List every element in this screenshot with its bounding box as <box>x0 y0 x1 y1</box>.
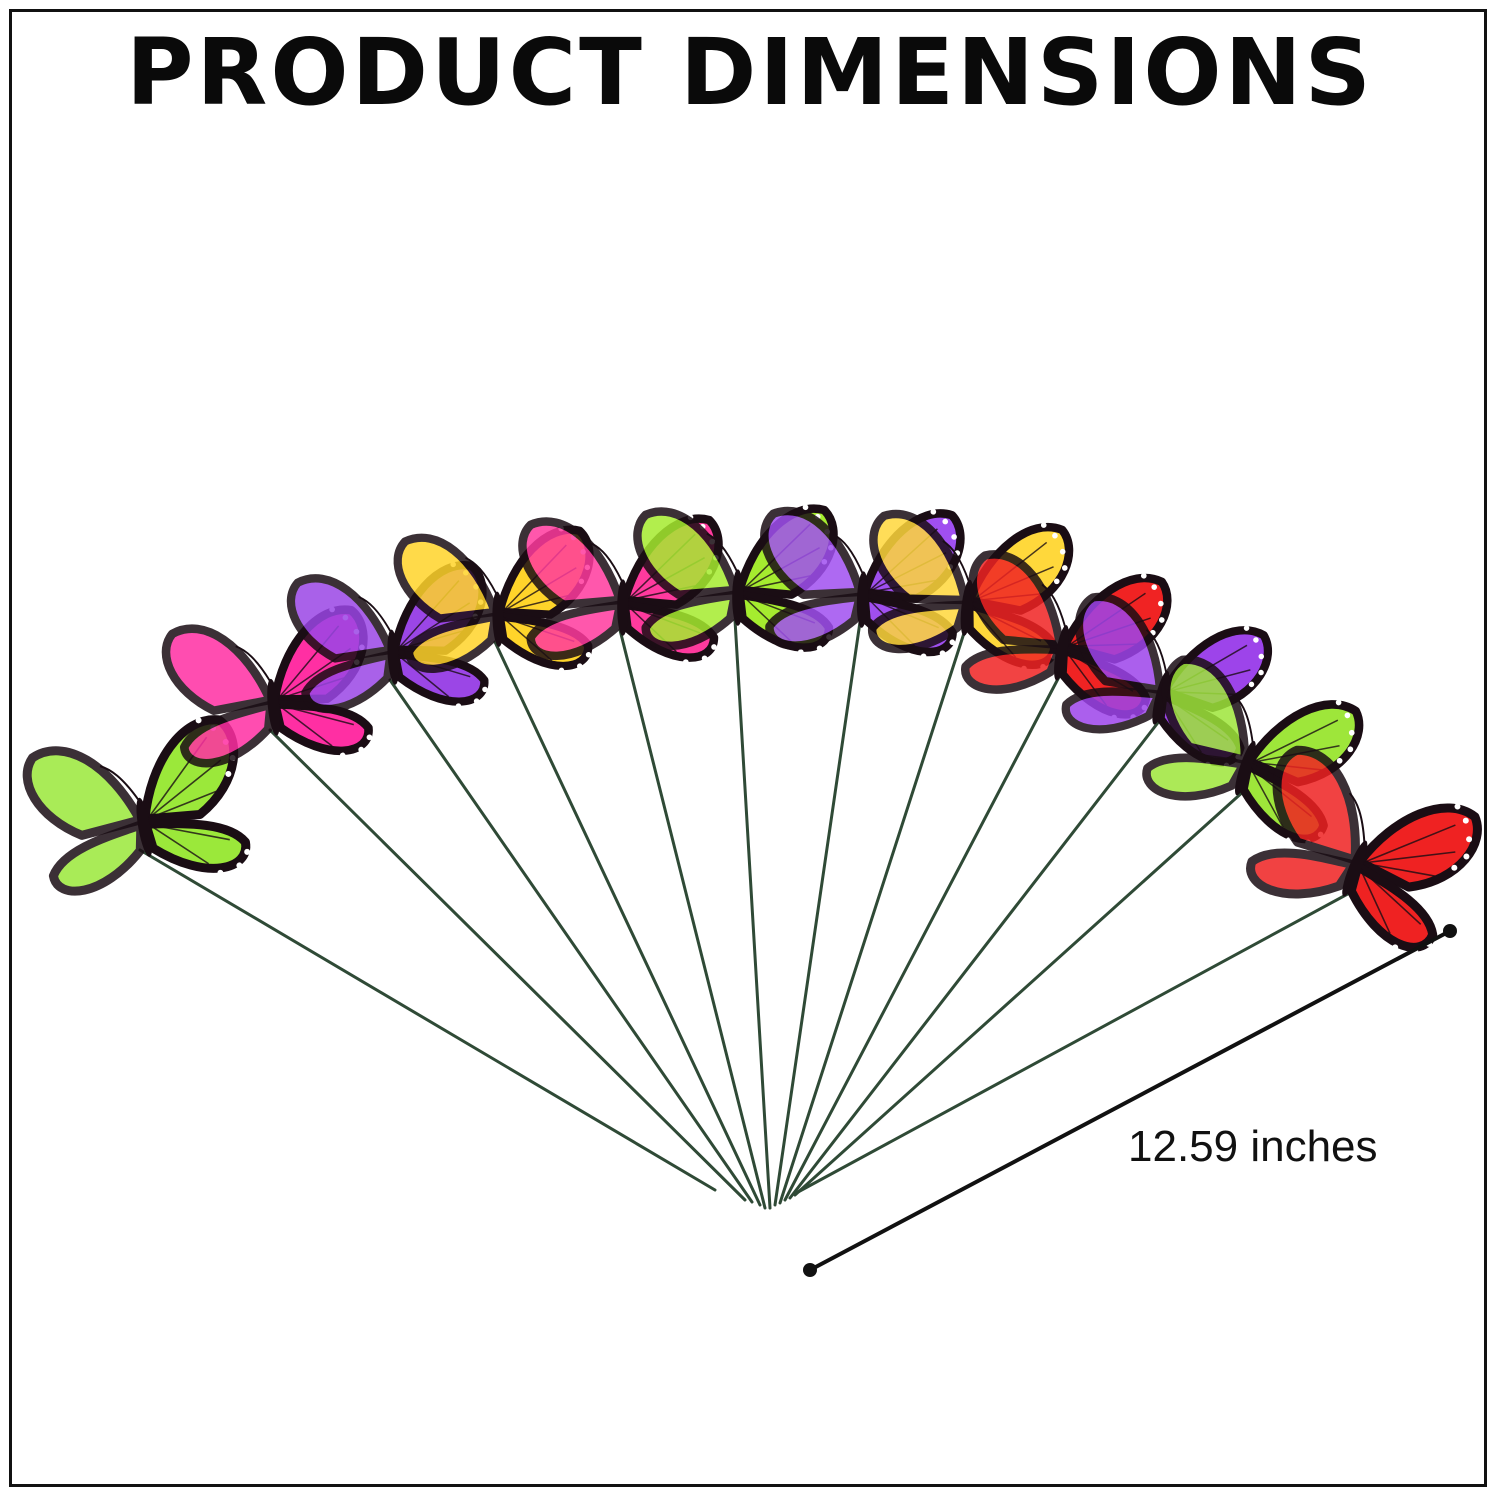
butterfly-body <box>136 797 153 857</box>
antenna <box>591 542 623 582</box>
wing-veins <box>1359 824 1456 934</box>
stake <box>618 628 767 1210</box>
front-lower-wing <box>1346 862 1438 952</box>
stake <box>493 640 762 1207</box>
butterflies-group <box>22 502 1482 955</box>
antenna <box>99 765 140 801</box>
antenna <box>706 532 738 572</box>
rear-lower-wing <box>641 590 740 651</box>
stake <box>268 728 747 1202</box>
butterfly-body <box>732 569 744 626</box>
stake <box>388 678 754 1204</box>
red-butterfly <box>1246 745 1482 955</box>
antenna <box>465 556 498 594</box>
front-lower-wing <box>141 819 251 873</box>
butterfly-body <box>617 579 629 636</box>
dimension-label: 12.59 inches <box>1128 1122 1378 1171</box>
stake <box>773 620 862 1207</box>
rear-lower-wing <box>48 820 146 896</box>
rear-lower-wing <box>868 600 969 654</box>
antenna <box>1348 792 1366 843</box>
antenna <box>1145 629 1168 673</box>
antenna <box>235 645 271 682</box>
rear-upper-wing <box>161 624 275 715</box>
rear-upper-wing <box>1272 745 1360 865</box>
pink-butterfly <box>161 605 375 768</box>
stake <box>793 788 1247 1197</box>
rear-lower-wing <box>179 700 275 768</box>
rear-upper-wing <box>968 550 1065 650</box>
butterfly-body <box>387 629 400 685</box>
page-title: PRODUCT DIMENSIONS <box>126 19 1374 126</box>
butterfly-body <box>1342 840 1368 897</box>
stake <box>778 628 967 1205</box>
stake <box>783 673 1062 1202</box>
rear-upper-wing <box>633 507 740 599</box>
butterfly-body <box>856 571 869 628</box>
butterfly-body <box>1054 625 1069 681</box>
dimension-measure <box>803 924 1457 1277</box>
rear-lower-wing <box>961 645 1064 694</box>
butterfly-body <box>1235 740 1256 796</box>
rear-upper-wing <box>393 533 500 623</box>
rear-lower-wing <box>1246 848 1358 899</box>
rear-lower-wing <box>1061 687 1164 734</box>
rear-lower-wing <box>526 600 625 661</box>
rear-lower-wing <box>404 612 500 673</box>
butterfly-body <box>267 678 281 736</box>
rear-upper-wing <box>1074 592 1165 695</box>
rear-upper-wing <box>518 517 625 609</box>
butterfly-body <box>492 591 504 647</box>
rear-upper-wing <box>869 510 970 605</box>
stake <box>788 718 1162 1200</box>
antenna <box>1041 583 1067 628</box>
antenna <box>833 533 864 574</box>
antenna <box>942 540 970 582</box>
stake <box>138 848 717 1192</box>
rear-upper-wing <box>22 746 145 840</box>
dimension-endpoint-start <box>803 1263 817 1277</box>
stakes-group <box>138 618 1357 1210</box>
dimension-line <box>808 929 1452 1272</box>
stake <box>733 618 772 1210</box>
rear-lower-wing <box>301 650 395 714</box>
rear-lower-wing <box>1142 753 1248 801</box>
rear-upper-wing <box>286 574 395 663</box>
rear-upper-wing <box>760 506 865 599</box>
antenna <box>358 596 392 632</box>
rear-lower-wing <box>765 592 865 650</box>
dimension-endpoint-end <box>1443 924 1457 938</box>
antenna <box>1234 696 1254 743</box>
rear-upper-wing <box>1161 655 1250 765</box>
stake <box>796 888 1357 1194</box>
